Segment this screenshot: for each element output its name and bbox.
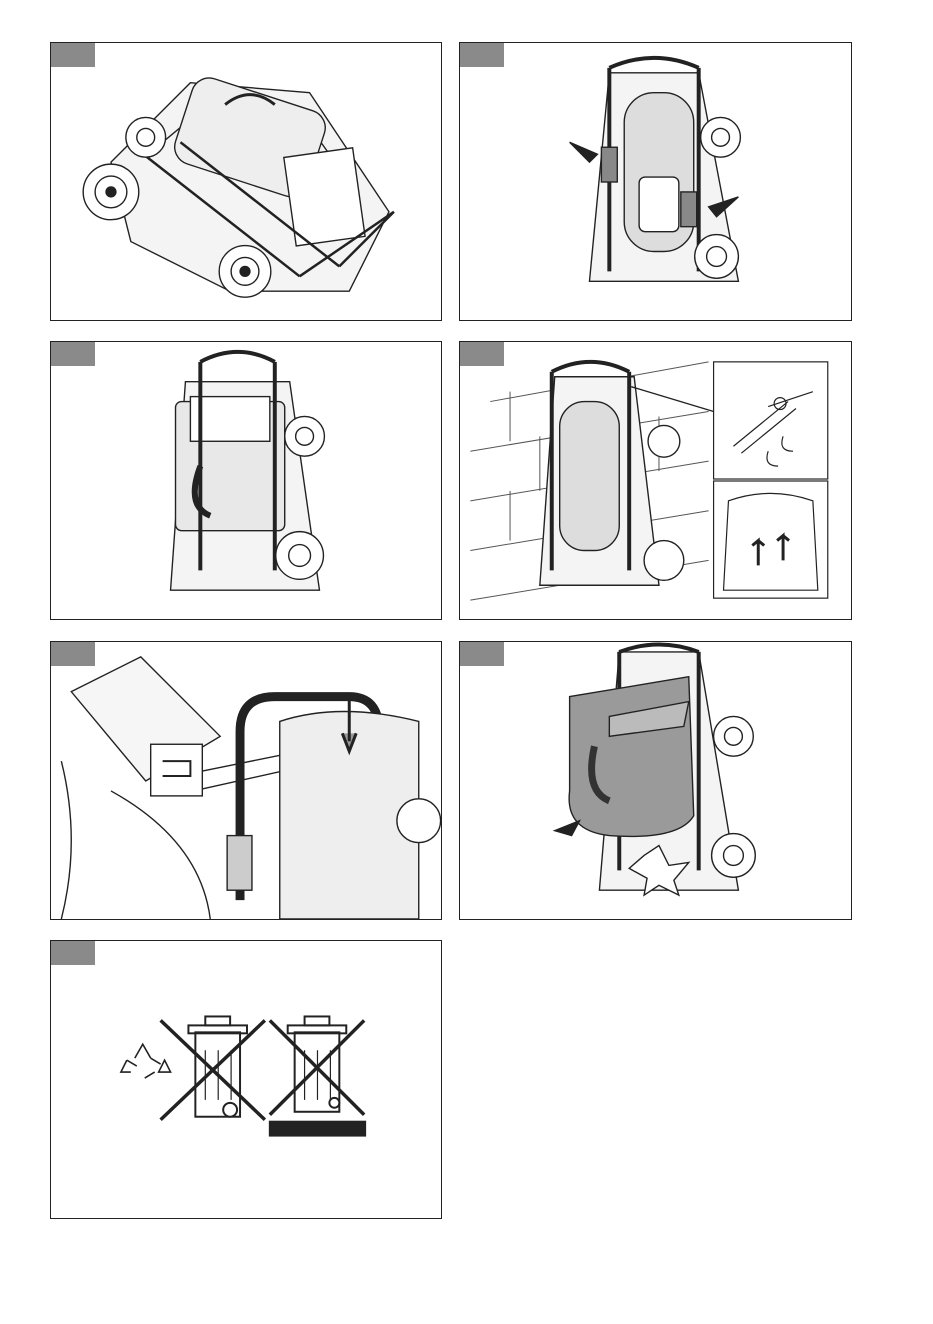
arrow-left — [570, 142, 598, 162]
mower-upright-box-illustration — [51, 342, 441, 619]
inset-bracket-detail — [714, 362, 828, 598]
grass-box-fold-illustration — [51, 642, 441, 919]
recycling-icon — [121, 1044, 171, 1078]
crossed-bin-icon — [161, 1016, 265, 1119]
mower-upright-illustration — [460, 43, 851, 320]
figure-panel-1 — [50, 42, 442, 321]
insert-arrow — [555, 821, 580, 836]
grass-box-shaded-illustration — [460, 642, 851, 919]
wheel-rear — [219, 246, 271, 298]
crossed-bin-bar-icon — [270, 1016, 365, 1135]
detail-callout-box — [151, 744, 203, 796]
figure-panel-6 — [459, 641, 852, 920]
figure-panel-3 — [50, 341, 442, 620]
figure-panel-2 — [459, 42, 852, 321]
figure-panel-5 — [50, 641, 442, 920]
mower-wall-hanging-illustration — [460, 342, 851, 619]
grass-box-shaded — [569, 677, 694, 837]
figure-panel-7 — [50, 940, 442, 1219]
wheel-front-left — [83, 164, 139, 220]
figure-panel-4 — [459, 341, 852, 620]
lawn-mower-illustration — [51, 43, 441, 320]
disposal-symbols-illustration — [51, 941, 441, 1218]
